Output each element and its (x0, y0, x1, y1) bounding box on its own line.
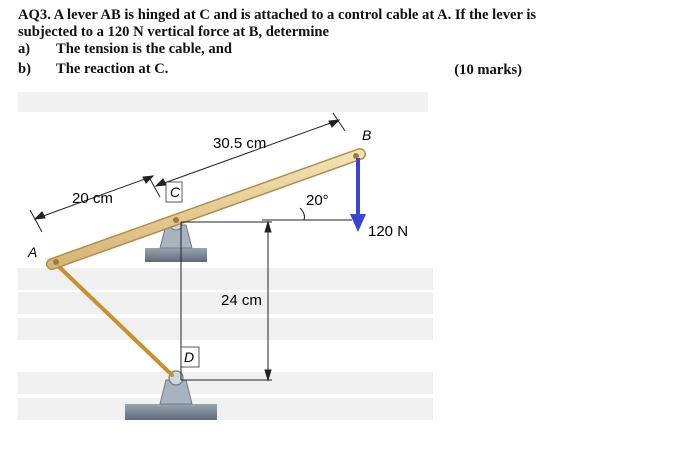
part-a: a) The tension is the cable, and (18, 41, 232, 58)
label-force: 120 N (368, 223, 408, 240)
label-angle: 20° (306, 192, 329, 209)
dimension-lines (29, 112, 352, 382)
part-a-label: a) (18, 41, 31, 57)
label-point-c: C (170, 184, 181, 200)
part-b-label: b) (18, 61, 31, 77)
lever-ab (46, 148, 366, 270)
label-20cm: 20 cm (72, 190, 113, 207)
label-point-d: D (184, 349, 194, 365)
force-arrow-120n (350, 158, 366, 232)
support-d (125, 370, 217, 420)
part-b: b) The reaction at C. (18, 61, 168, 78)
question-line-2: subjected to a 120 N vertical force at B… (18, 24, 329, 40)
part-a-text: The tension is the cable, and (56, 41, 232, 57)
label-point-b: B (362, 127, 371, 143)
background-bleed (18, 92, 433, 420)
control-cable (53, 261, 174, 377)
question-line-1: AQ3. A lever AB is hinged at C and is at… (18, 7, 537, 23)
part-b-text: The reaction at C. (56, 61, 169, 77)
question-text: AQ3. A lever AB is hinged at C and is at… (18, 7, 662, 41)
label-30-5cm: 30.5 cm (213, 135, 266, 152)
marks-label: (10 marks) (454, 62, 522, 78)
label-24cm: 24 cm (221, 292, 262, 309)
label-point-a: A (27, 244, 37, 260)
